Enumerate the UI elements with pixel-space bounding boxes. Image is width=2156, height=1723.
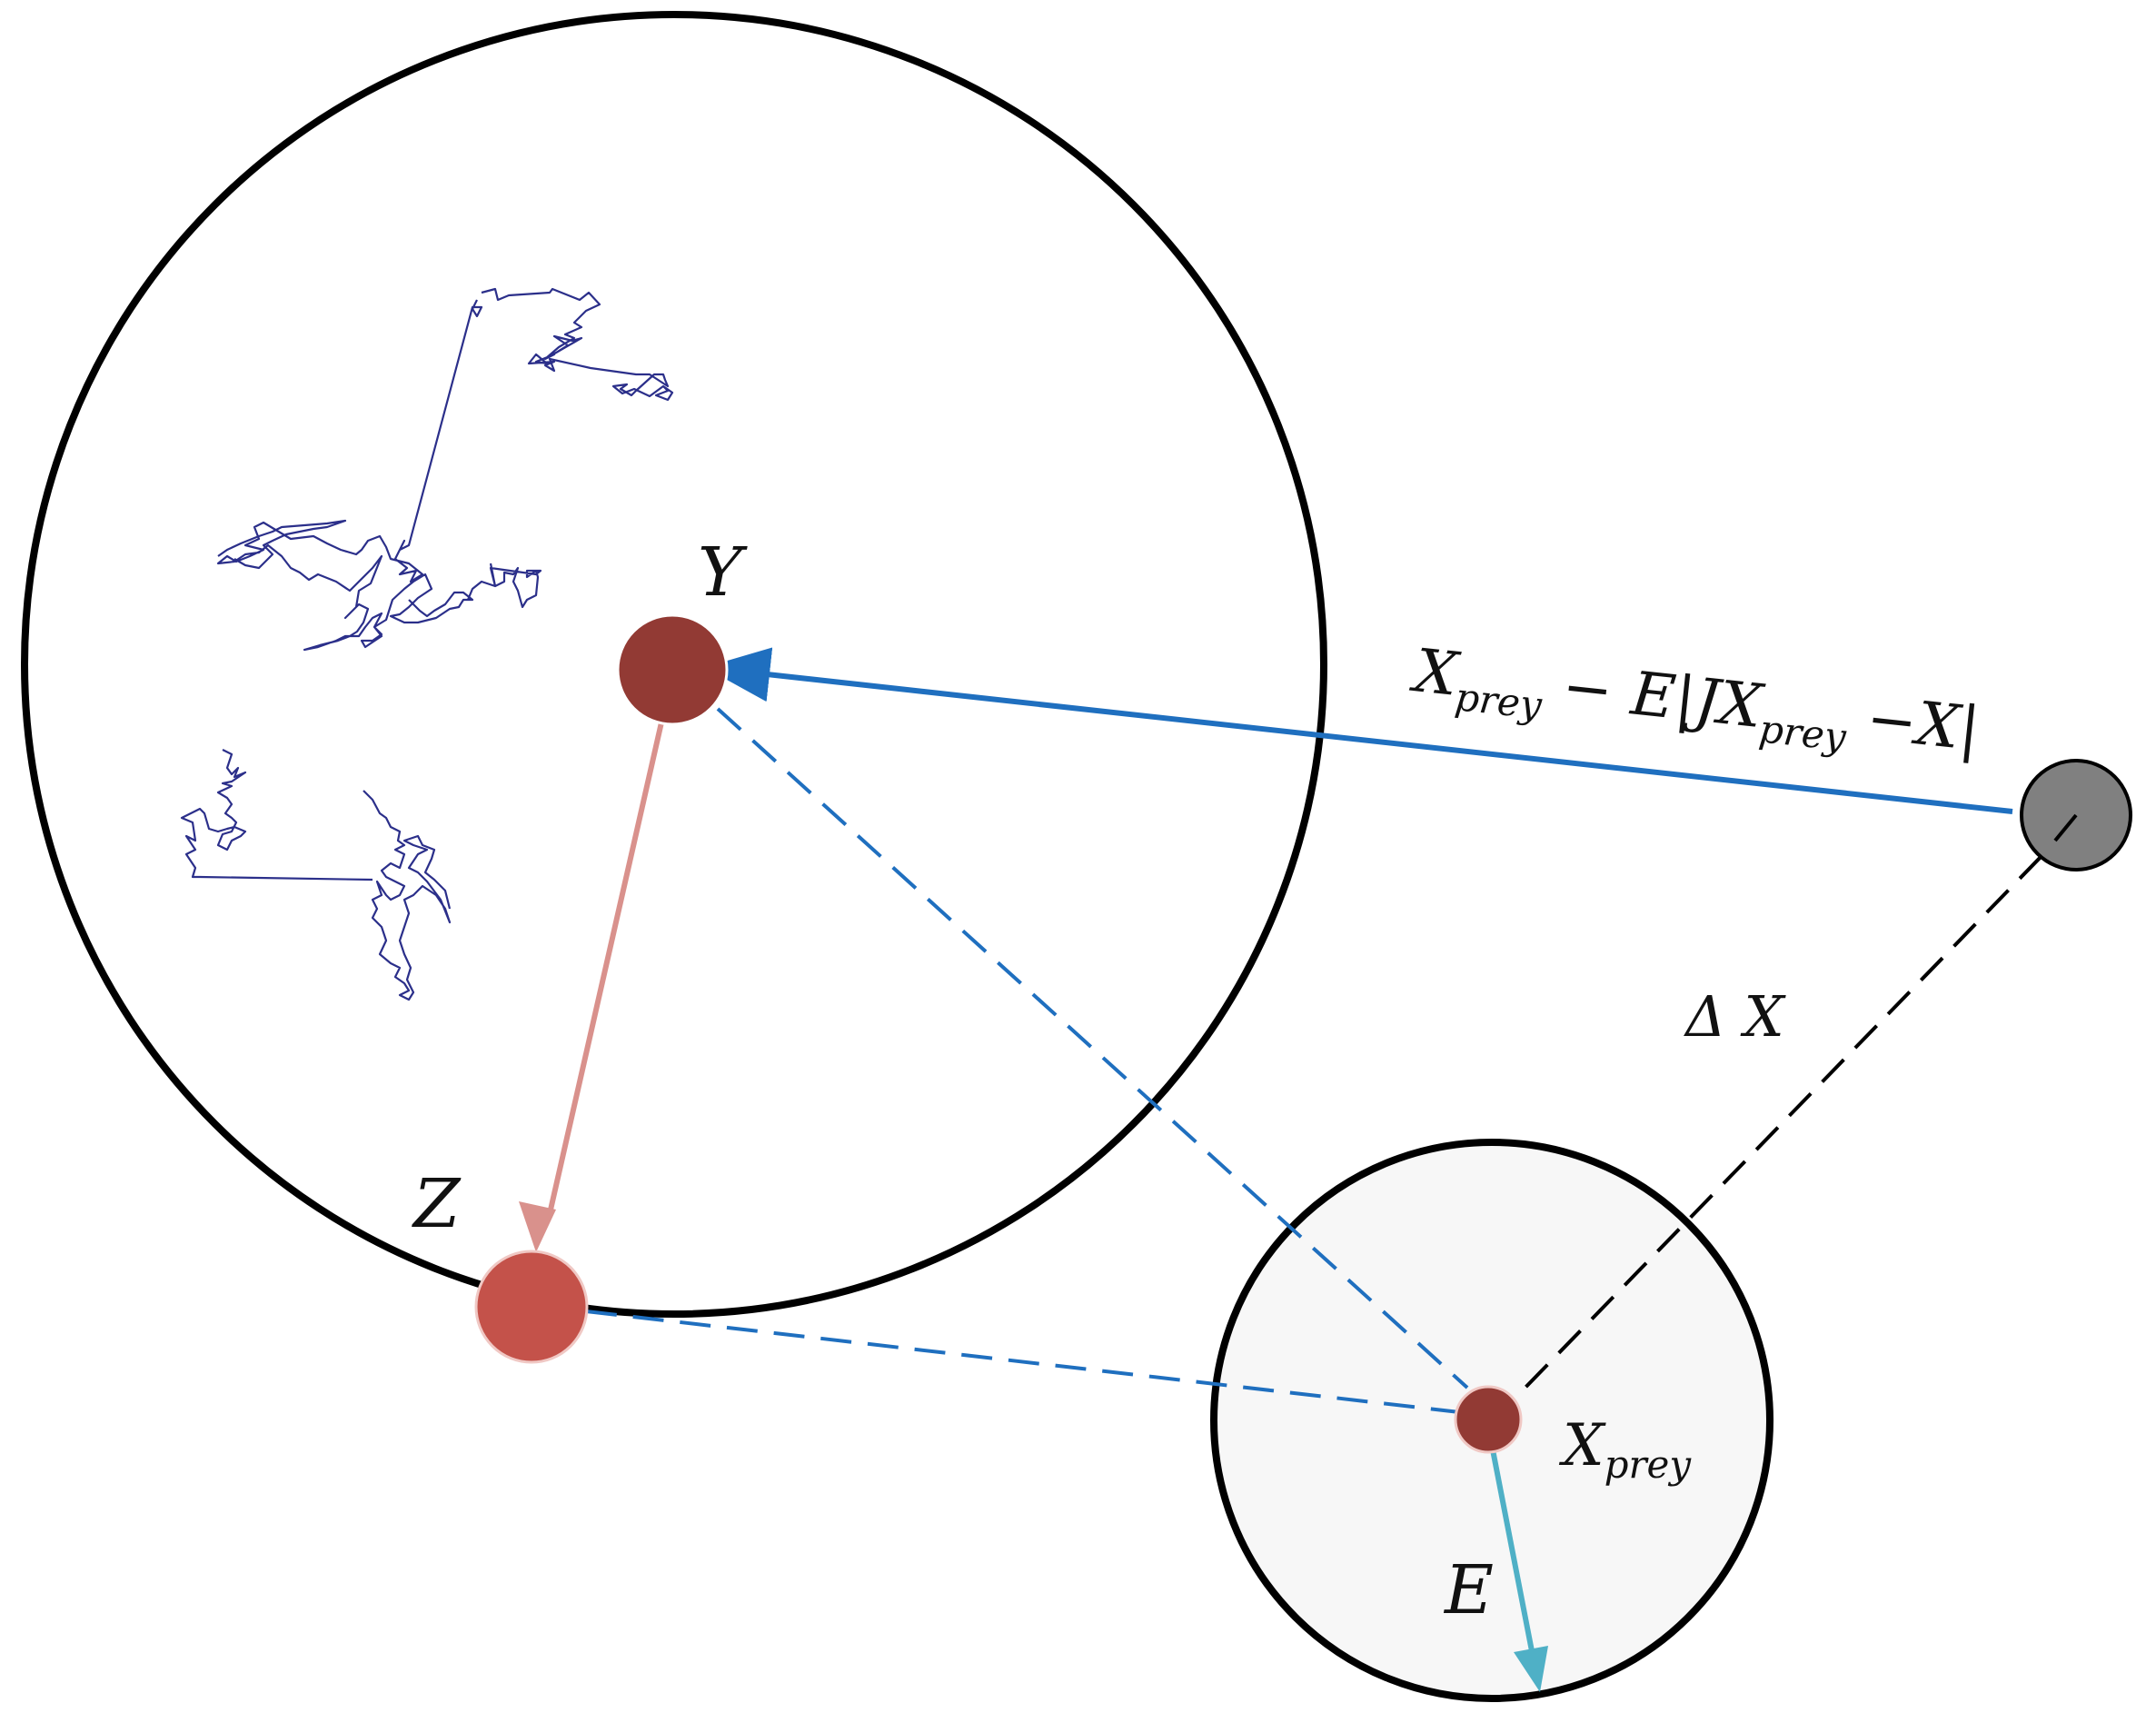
node-z bbox=[474, 1250, 589, 1364]
label-x-prey: Xprey bbox=[1558, 1412, 1692, 1487]
e-arrow bbox=[1487, 1435, 1535, 1657]
levy-walk-path-2 bbox=[216, 299, 483, 652]
node-x-prey bbox=[1454, 1385, 1523, 1454]
label-y: Y bbox=[698, 533, 748, 612]
label-e: E bbox=[1443, 1551, 1494, 1629]
levy-walk-path-5 bbox=[180, 749, 373, 881]
levy-walk-path-4 bbox=[217, 519, 347, 570]
update-rule-arrow bbox=[704, 647, 2013, 814]
label-z: Z bbox=[412, 1165, 462, 1243]
label-delta-x: Δ X bbox=[1684, 983, 1786, 1050]
y-to-z-arrowhead bbox=[519, 1201, 556, 1252]
e-arrowhead bbox=[1514, 1646, 1548, 1692]
levy-walk-path-1 bbox=[481, 287, 674, 402]
label-update-rule: Xprey − E|JXprey −X| bbox=[1406, 635, 1982, 773]
gray-node-tick bbox=[2053, 813, 2078, 842]
search-region-circle bbox=[21, 11, 1327, 1318]
z-to-prey-dashed-link bbox=[585, 1310, 1468, 1415]
levy-walk-path-3 bbox=[466, 563, 542, 609]
y-to-prey-dashed-link bbox=[716, 707, 1469, 1389]
node-y bbox=[616, 613, 729, 726]
delta-x-dashed-line bbox=[1514, 821, 2076, 1399]
y-to-z-arrow bbox=[546, 722, 664, 1219]
levy-walk-path-6 bbox=[363, 790, 452, 1001]
